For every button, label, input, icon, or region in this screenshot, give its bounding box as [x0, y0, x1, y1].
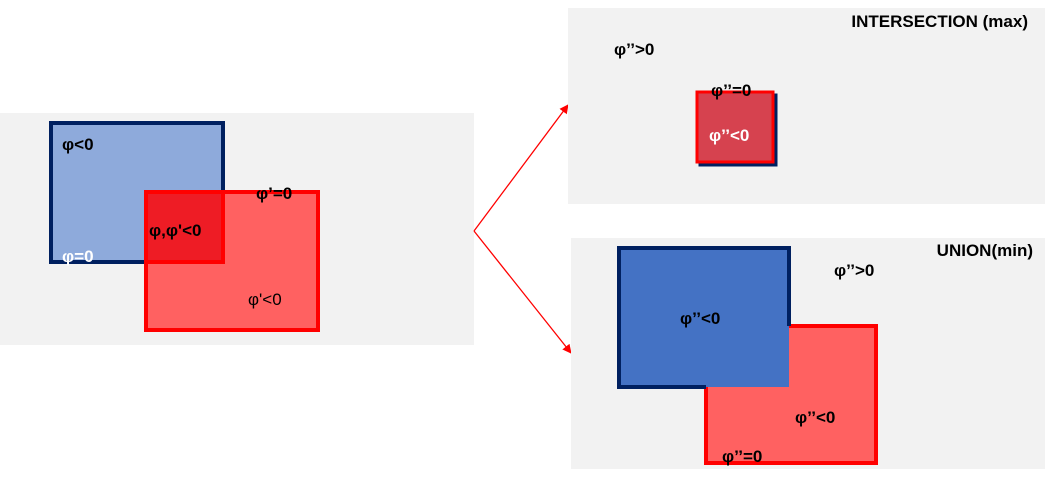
union-outside-label: φ’’>0: [834, 261, 874, 280]
intersection-inside-label: φ’’<0: [709, 126, 749, 145]
arrows: [473, 104, 572, 354]
red-boundary-label: φ’=0: [256, 184, 292, 203]
intersection-boundary-label: φ’’=0: [711, 81, 751, 100]
intersection-outside-label: φ’’>0: [614, 40, 654, 59]
union-panel: UNION(min) φ’’>0 φ’’<0 φ’’<0 φ’’=0: [571, 238, 1045, 469]
union-red-inside-label: φ’’<0: [795, 408, 835, 427]
union-blue-border: [617, 246, 791, 389]
union-title: UNION(min): [937, 241, 1033, 260]
union-blue-inside-label: φ’’<0: [680, 309, 720, 328]
overlap-region: [144, 190, 225, 264]
blue-region-label: φ<0: [62, 135, 94, 154]
left-panel: φ<0 φ=0 φ,φ'<0 φ’=0 φ'<0: [0, 113, 474, 345]
union-boundary-label: φ’’=0: [722, 447, 762, 466]
red-region-label: φ'<0: [248, 290, 282, 309]
arrow-to-intersection: [473, 104, 569, 232]
arrow-to-union: [473, 230, 572, 354]
intersection-title: INTERSECTION (max): [851, 12, 1028, 31]
overlap-label: φ,φ'<0: [149, 221, 201, 240]
intersection-panel-background: [568, 8, 1045, 204]
intersection-panel: INTERSECTION (max) φ’’>0 φ’’=0 φ’’<0: [568, 8, 1045, 204]
blue-boundary-label: φ=0: [62, 247, 94, 266]
union-blue-region: [619, 248, 789, 387]
intersection-region: [695, 90, 775, 164]
